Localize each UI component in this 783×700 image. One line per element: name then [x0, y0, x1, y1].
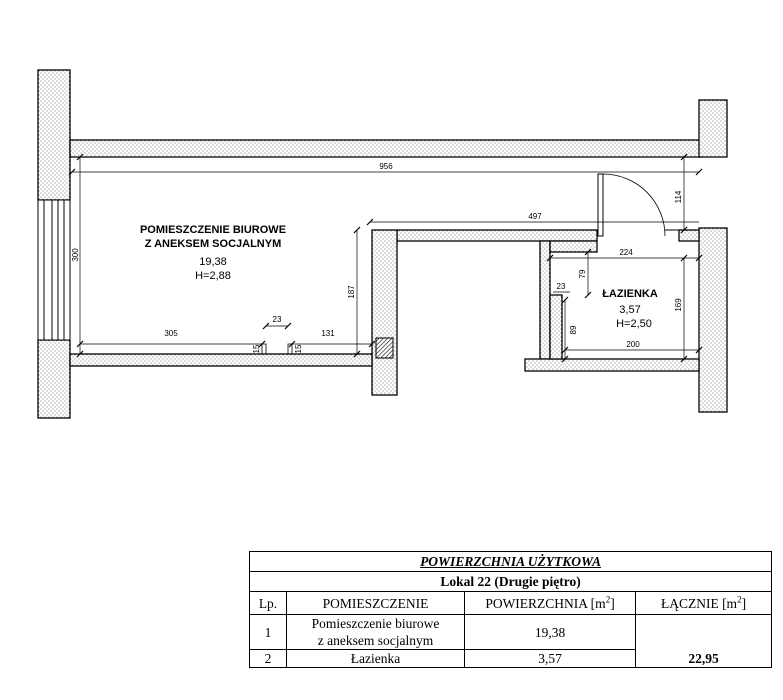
dim-187: 187 — [347, 285, 356, 299]
bathroom-name: ŁAZIENKA — [602, 288, 658, 300]
dim-131: 131 — [321, 329, 335, 338]
dim-497: 497 — [528, 212, 542, 221]
dim-200: 200 — [626, 340, 640, 349]
dim-300: 300 — [71, 248, 80, 262]
window — [37, 199, 71, 341]
dim-114: 114 — [674, 190, 683, 203]
dim-23-bath: 23 — [557, 282, 566, 291]
dim-15-b: 15 — [294, 344, 303, 353]
row-1-area: 19,38 — [464, 614, 636, 650]
bathroom-height: H=2,50 — [616, 318, 652, 330]
dim-224: 224 — [619, 248, 633, 257]
bathroom-area: 3,57 — [619, 304, 640, 316]
table-subtitle: Lokal 22 (Drugie piętro) — [248, 571, 773, 592]
chimney-block — [375, 337, 394, 359]
dimension-lines — [72, 157, 699, 359]
dim-305: 305 — [164, 329, 178, 338]
table-title: POWIERZCHNIA UŻYTKOWA — [248, 551, 773, 572]
dim-15-a: 15 — [252, 344, 261, 353]
dim-23-office: 23 — [273, 315, 282, 324]
dimension-ticks — [68, 153, 703, 363]
walls — [37, 69, 728, 419]
office-area: 19,38 — [199, 256, 227, 268]
header-room: POMIESZCZENIE — [286, 591, 465, 615]
notch-marks — [261, 343, 293, 354]
dim-79: 79 — [578, 269, 587, 278]
dim-89: 89 — [569, 325, 578, 334]
header-lp: Lp. — [249, 591, 287, 615]
office-room-name: POMIESZCZENIE BIUROWE — [140, 224, 286, 236]
header-total: ŁĄCZNIE [m2] — [634, 591, 773, 615]
office-height: H=2,88 — [195, 270, 231, 282]
row-2-area: 3,57 — [464, 649, 636, 668]
dim-169: 169 — [674, 298, 683, 312]
row-2-room: Łazienka — [286, 649, 465, 668]
row-1-lp: 1 — [249, 614, 287, 650]
total-area: 22,95 — [634, 614, 773, 668]
dim-956: 956 — [379, 162, 393, 171]
area-table: POWIERZCHNIA UŻYTKOWA Lokal 22 (Drugie p… — [248, 551, 773, 668]
door — [597, 173, 680, 237]
row-2-lp: 2 — [249, 649, 287, 668]
office-room-name-2: Z ANEKSEM SOCJALNYM — [145, 238, 282, 250]
header-area: POWIERZCHNIA [m2] — [464, 591, 636, 615]
